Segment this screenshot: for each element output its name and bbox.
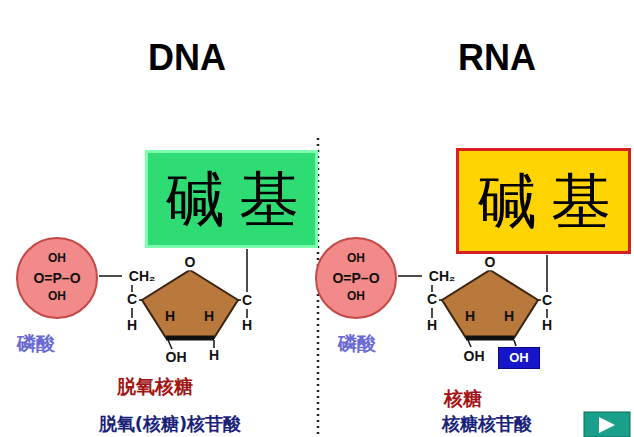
node-text: OH bbox=[347, 288, 365, 305]
atom-label: H bbox=[465, 309, 475, 324]
next-button bbox=[584, 412, 630, 437]
atom-label: H bbox=[209, 348, 219, 363]
node-text: 碱基 bbox=[151, 166, 313, 232]
nucleotide-name: 脱氧(核糖)核苷酸 bbox=[99, 414, 241, 434]
node-text: O=P–O bbox=[33, 268, 80, 288]
phosphate-circle: OHO=P–OOH bbox=[16, 237, 98, 319]
atom-label: H bbox=[542, 318, 552, 333]
atom-label: O bbox=[483, 255, 498, 270]
atom-label: C bbox=[127, 292, 137, 307]
atom-label: H bbox=[427, 318, 437, 333]
hydroxyl-box: OH bbox=[498, 347, 540, 369]
atom-label: H bbox=[504, 309, 514, 324]
side-title: DNA bbox=[148, 38, 226, 78]
part-name: 核糖 bbox=[444, 388, 482, 409]
atom-label: C bbox=[242, 293, 252, 308]
ribose-ring bbox=[398, 255, 547, 347]
part-name: 磷酸 bbox=[338, 333, 376, 354]
node-text: OH bbox=[347, 250, 365, 267]
base-box: 碱基 bbox=[456, 148, 631, 254]
node-text: 碱基 bbox=[463, 168, 625, 234]
atom-label: C bbox=[542, 293, 552, 308]
node-text: OH bbox=[48, 250, 66, 267]
part-name: 脱氧核糖 bbox=[117, 376, 193, 397]
base-box: 碱基 bbox=[145, 150, 318, 248]
nucleotide-name: 核糖核苷酸 bbox=[442, 414, 532, 434]
atom-label: H bbox=[204, 309, 214, 324]
atom-label: OH bbox=[166, 350, 187, 365]
atom-label: C bbox=[427, 292, 437, 307]
atom-label: H bbox=[127, 318, 137, 333]
deoxyribose-ring bbox=[99, 249, 247, 349]
atom-label: H bbox=[242, 318, 252, 333]
atom-label: OH bbox=[464, 349, 485, 364]
atom-label: H bbox=[165, 309, 175, 324]
atom-label: CH₂ bbox=[429, 269, 455, 284]
side-title: RNA bbox=[458, 38, 536, 78]
node-text: O=P–O bbox=[332, 268, 379, 288]
atom-label: O bbox=[183, 255, 198, 270]
node-text: OH bbox=[509, 351, 529, 365]
atom-label: CH₂ bbox=[129, 269, 155, 284]
part-name: 磷酸 bbox=[17, 333, 55, 354]
phosphate-circle: OHO=P–OOH bbox=[315, 237, 397, 319]
node-text: OH bbox=[48, 288, 66, 305]
